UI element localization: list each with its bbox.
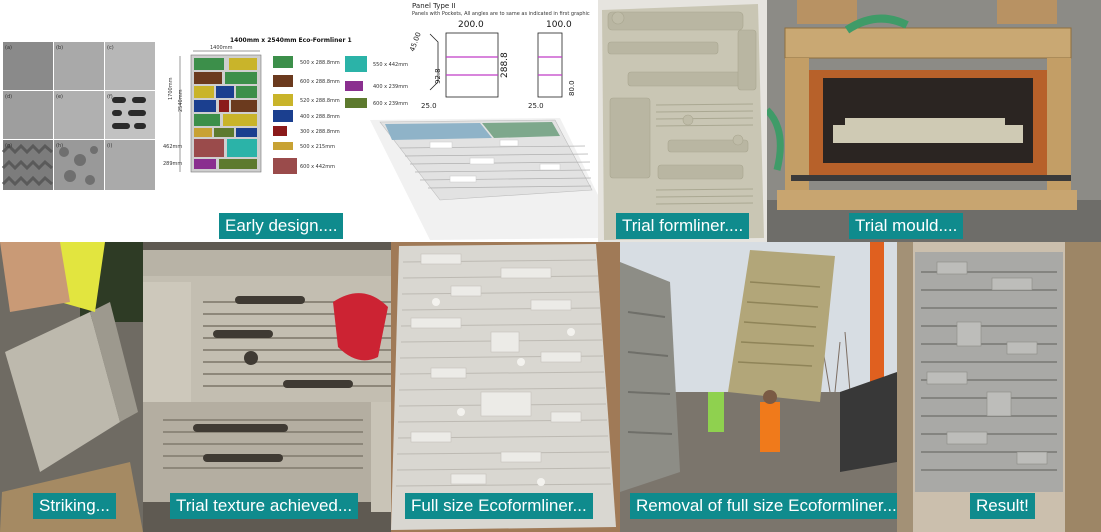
- layout-width-dim: 1400mm: [210, 45, 233, 51]
- striking-panel: Striking...: [0, 242, 143, 532]
- layout-title: 1400mm x 2540mm Eco-Formliner 1: [230, 37, 352, 44]
- result-panel: Result!: [897, 242, 1101, 532]
- caption-full-size: Full size Ecoformliner...: [405, 493, 593, 519]
- legend-label-8: 400 x 239mm: [373, 84, 408, 90]
- caption-removal: Removal of full size Ecoformliner...: [630, 493, 897, 519]
- early-design-graphic: (a) (b) (c) (d) (e) (f) (g) (h) (i) 1400…: [1, 2, 598, 240]
- panel-drawing: Panel Type II Panels with Pockets, All a…: [408, 2, 590, 110]
- panel-dim-side-depth: 25.0: [528, 102, 544, 110]
- legend-label-9: 600 x 239mm: [373, 101, 408, 107]
- texture-label-d: (d): [5, 94, 12, 100]
- full-size-photo: [391, 242, 620, 532]
- trial-formliner-panel: Trial formliner....: [598, 0, 767, 242]
- panel-dim-depth: 25.0: [421, 102, 437, 110]
- trial-texture-panel: Trial texture achieved...: [143, 242, 391, 532]
- panel-dim-angle: 45.00: [408, 31, 422, 53]
- texture-label-g: (g): [5, 143, 12, 149]
- layout-tiles: [194, 58, 257, 169]
- legend-label-5: 500 x 215mm: [300, 144, 335, 150]
- legend-label-2: 520 x 288.8mm: [300, 98, 340, 104]
- panel-dim-width: 200.0: [458, 20, 484, 30]
- texture-grid: (a) (b) (c) (d) (e) (f) (g) (h) (i): [1, 42, 155, 190]
- layout-dim-c: 289mm: [163, 161, 182, 167]
- caption-early-design: Early design....: [219, 213, 344, 239]
- trial-formliner-photo: [598, 0, 767, 242]
- texture-label-i: (i): [107, 143, 112, 149]
- texture-label-e: (e): [56, 94, 63, 100]
- caption-result: Result!: [970, 493, 1035, 519]
- layout-height-dim: 2540mm: [178, 89, 184, 112]
- legend-label-1: 600 x 288.8mm: [300, 79, 340, 85]
- striking-photo: [0, 242, 143, 532]
- panel-dim-height: 288.8: [500, 52, 510, 78]
- legend-label-3: 400 x 288.8mm: [300, 114, 340, 120]
- removal-panel: Removal of full size Ecoformliner...: [620, 242, 897, 532]
- layout-dim-a: 1700mm: [168, 77, 174, 100]
- panel-dim-pocket: 92.8: [434, 68, 442, 84]
- legend-label-7: 550 x 442mm: [373, 62, 408, 68]
- full-size-panel: Full size Ecoformliner...: [391, 242, 620, 532]
- removal-photo: [620, 242, 897, 532]
- layout-legend: 500 x 288.8mm 600 x 288.8mm 520 x 288.8m…: [273, 56, 408, 174]
- panel-dim-side-width: 100.0: [546, 20, 572, 30]
- panel-drawing-title: Panel Type II: [412, 2, 456, 10]
- legend-label-4: 300 x 288.8mm: [300, 129, 340, 135]
- texture-label-h: (h): [56, 143, 63, 149]
- trial-mould-photo: [767, 0, 1101, 242]
- layout-drawing: 1400mm x 2540mm Eco-Formliner 1 1400mm 2…: [163, 37, 408, 174]
- panel-drawing-subtitle: Panels with Pockets, All angles are to s…: [412, 11, 590, 17]
- caption-trial-texture: Trial texture achieved...: [170, 493, 359, 519]
- early-design-panel: (a) (b) (c) (d) (e) (f) (g) (h) (i) 1400…: [0, 0, 598, 242]
- texture-label-c: (c): [107, 45, 114, 51]
- caption-striking: Striking...: [33, 493, 116, 519]
- panel-dim-side-pocket: 80.0: [568, 80, 576, 96]
- result-photo: [897, 242, 1101, 532]
- caption-trial-formliner: Trial formliner....: [616, 213, 750, 239]
- legend-label-0: 500 x 288.8mm: [300, 60, 340, 66]
- texture-label-a: (a): [5, 45, 12, 51]
- legend-label-6: 600 x 442mm: [300, 164, 335, 170]
- texture-label-b: (b): [56, 45, 63, 51]
- caption-trial-mould: Trial mould....: [849, 213, 964, 239]
- panel-3d-render: [370, 118, 598, 240]
- layout-dim-b: 462mm: [163, 144, 182, 150]
- texture-label-f: (f): [107, 94, 113, 100]
- trial-mould-panel: Trial mould....: [767, 0, 1101, 242]
- trial-texture-photo: [143, 242, 391, 532]
